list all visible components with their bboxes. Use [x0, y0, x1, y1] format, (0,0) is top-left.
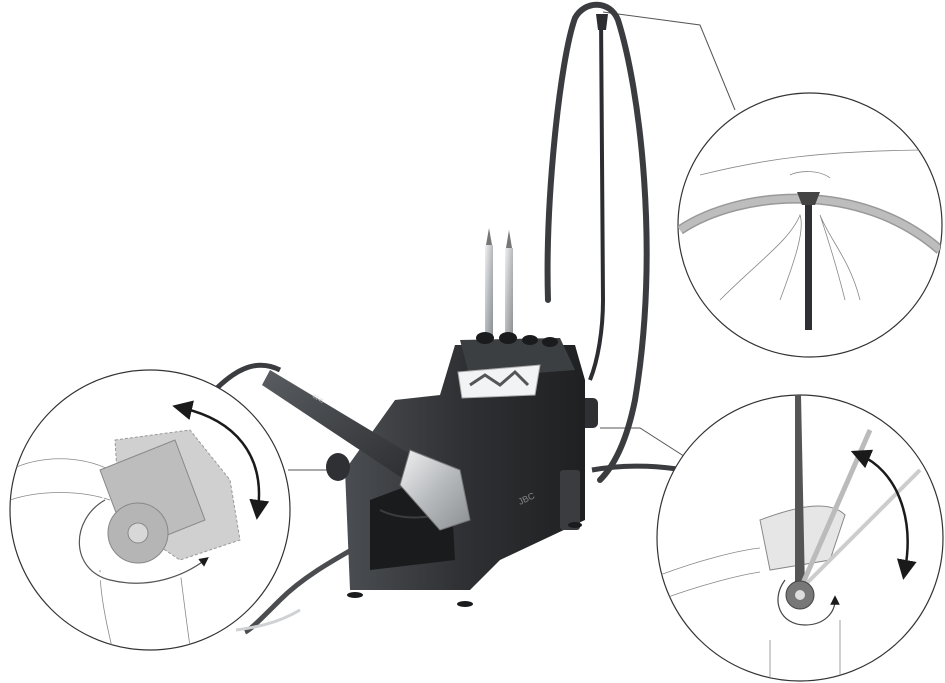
- cartridge-tips: [485, 228, 513, 338]
- callout-cable-clip: [677, 92, 943, 358]
- soldering-handle: C245: [213, 362, 471, 531]
- callout-holder-rotation: [9, 369, 291, 651]
- callout-arm-rotation: [656, 394, 944, 682]
- svg-text:C245: C245: [311, 394, 325, 405]
- soldering-station-base: JBC: [326, 332, 585, 607]
